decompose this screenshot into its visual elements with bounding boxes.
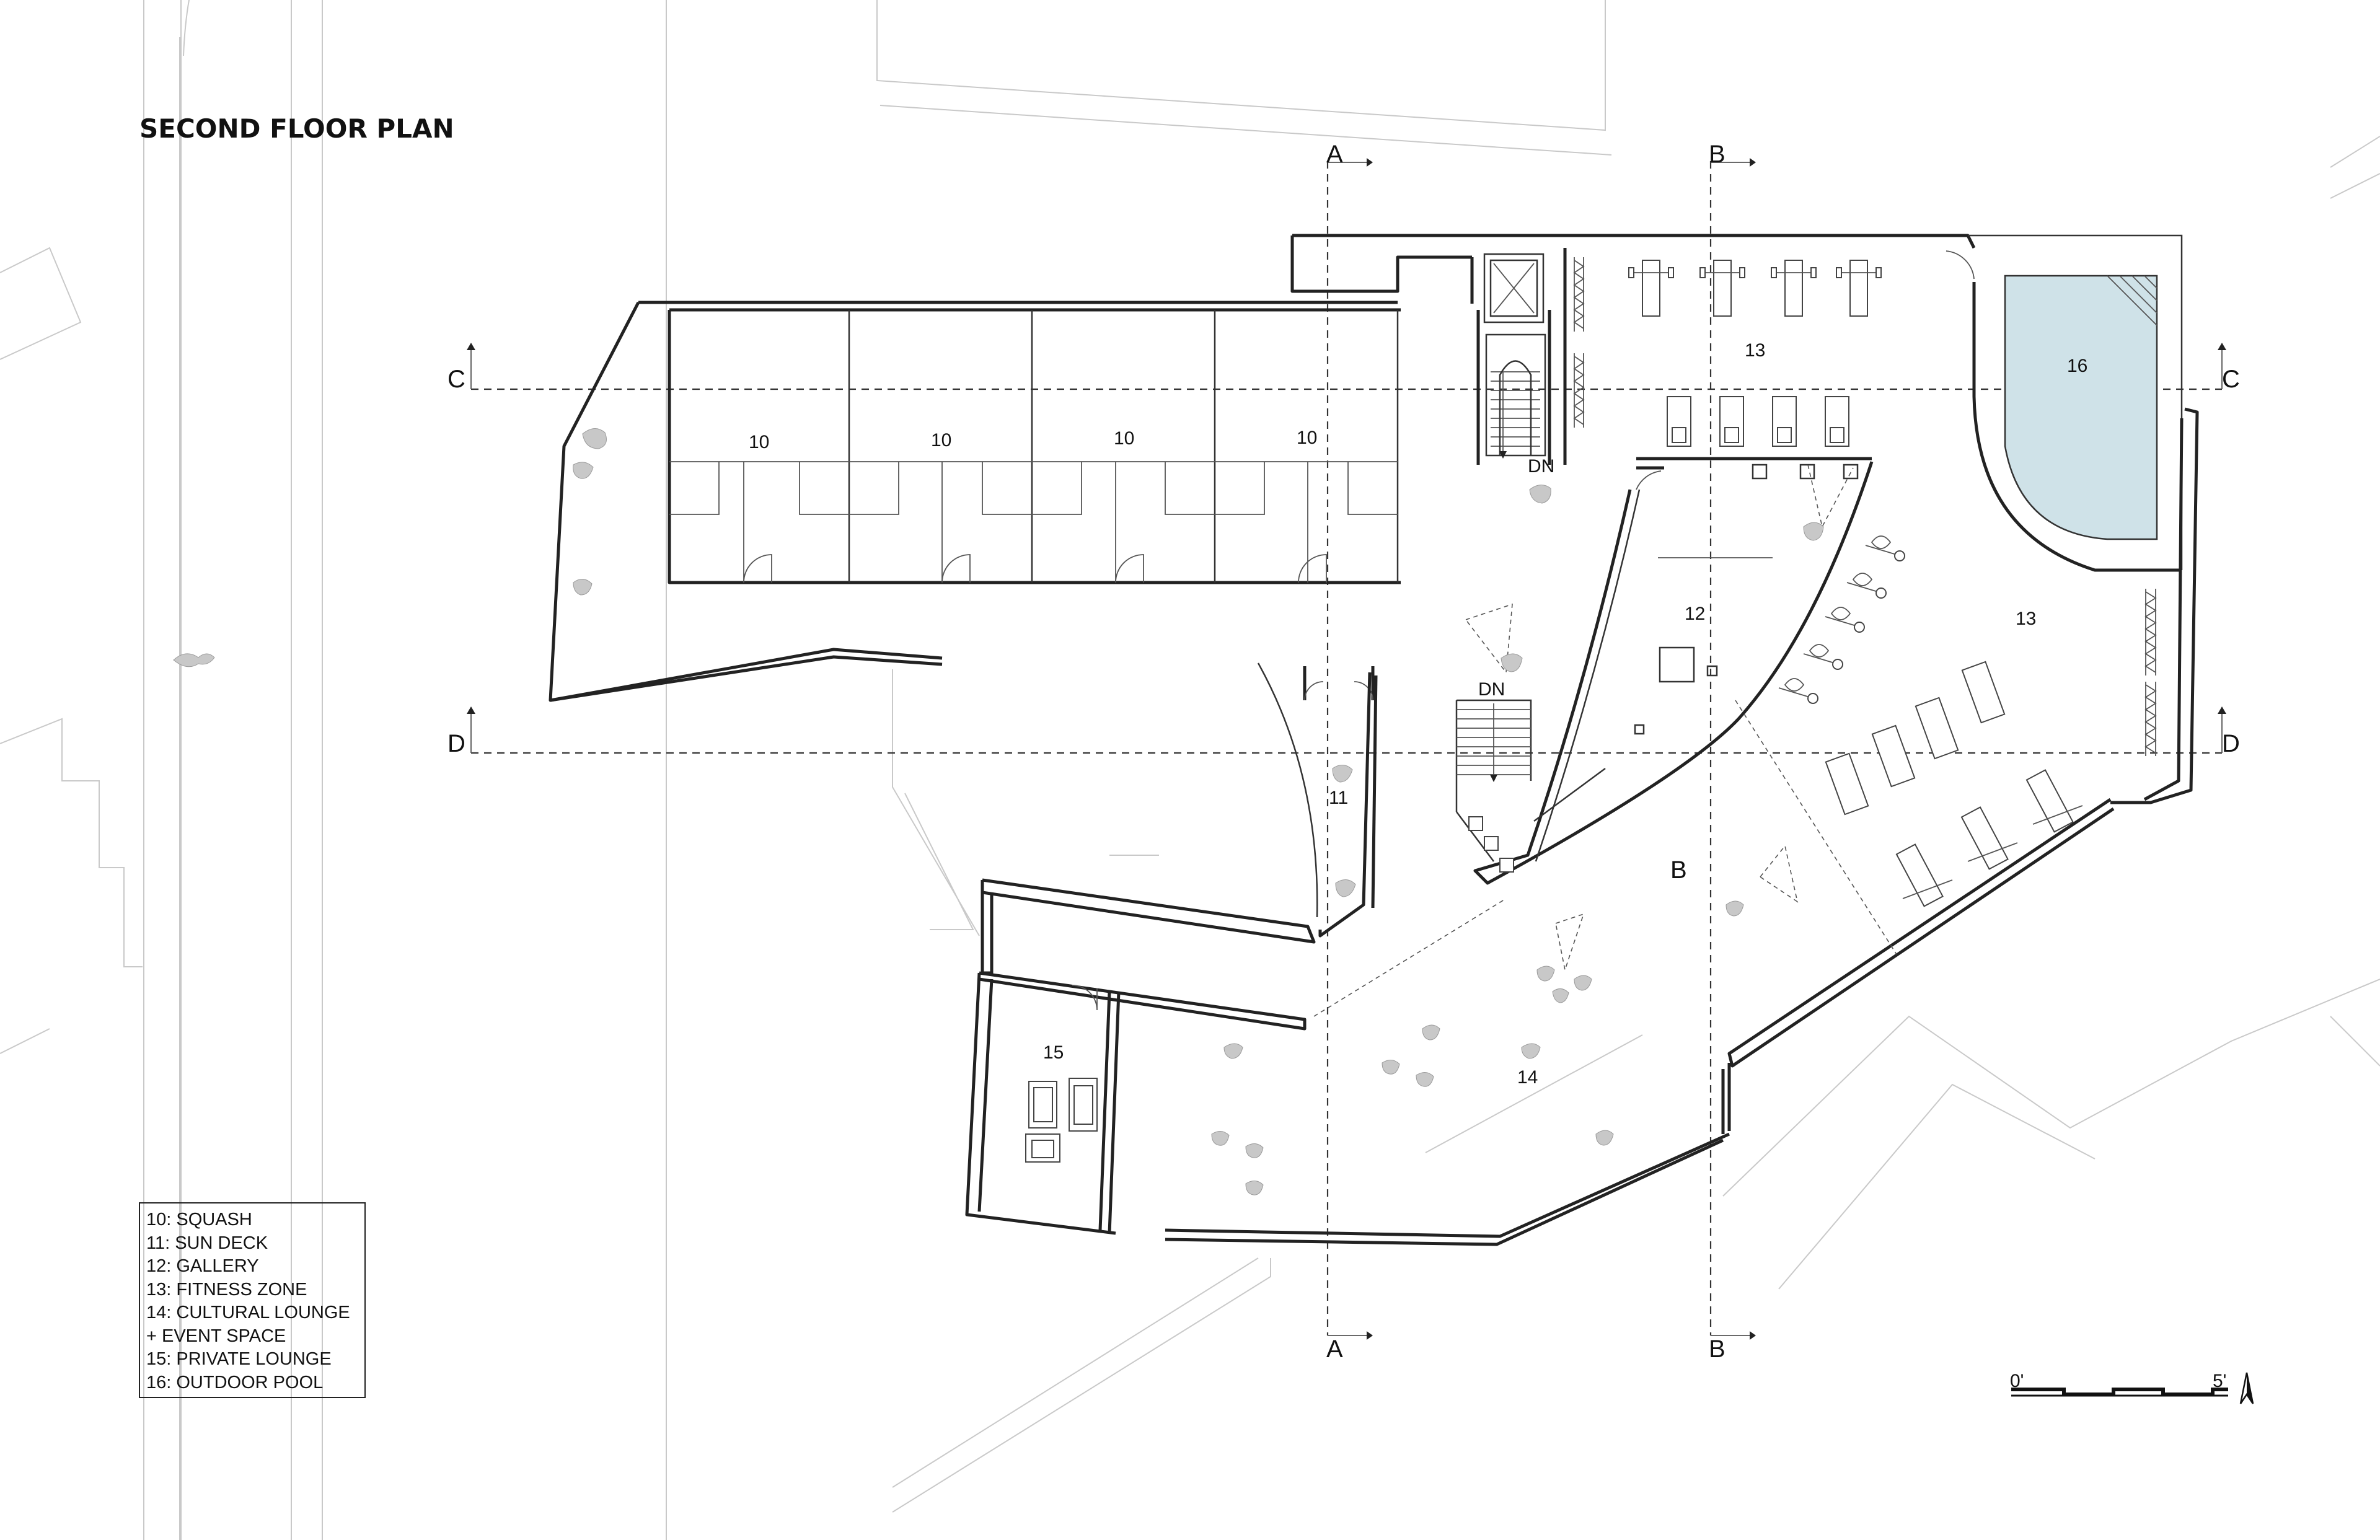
room-tag-squash-b: 10 xyxy=(931,430,951,451)
squash-wing xyxy=(549,301,1401,702)
legend-item: 13: FITNESS ZONE xyxy=(146,1279,307,1300)
stair-label-upper: DN xyxy=(1528,456,1554,477)
bikes xyxy=(1778,535,1905,704)
east-wall xyxy=(1165,407,2199,1246)
stair-label-lower: DN xyxy=(1478,679,1505,700)
legend-item: 16: OUTDOOR POOL xyxy=(146,1372,324,1393)
legend-item: 14: CULTURAL LOUNGE xyxy=(146,1303,350,1322)
section-mark-b-top: B xyxy=(1709,141,1726,168)
scale-end-label: 5' xyxy=(2213,1371,2226,1391)
core xyxy=(1290,234,1976,504)
room-tag-pool: 16 xyxy=(2067,356,2087,376)
zone-tag-b: B xyxy=(1670,856,1687,884)
section-mark-d-left: D xyxy=(447,730,465,757)
upper-stair xyxy=(1485,333,1546,459)
section-marks: A A B B C C D D xyxy=(447,141,2240,1363)
scale-start-label: 0' xyxy=(2010,1371,2024,1391)
legend-item: 15: PRIVATE LOUNGE xyxy=(146,1349,332,1369)
section-lines xyxy=(467,158,2226,1340)
scale-bar: 0' 5' xyxy=(2010,1371,2228,1397)
room-tag-fitness-north: 13 xyxy=(1745,340,1765,361)
sun-deck xyxy=(1257,662,1378,938)
fitness-north-equipment xyxy=(1628,260,1882,447)
section-mark-c-left: C xyxy=(447,366,465,393)
room-tag-cultural-lounge: 14 xyxy=(1517,1067,1538,1088)
room-tag-gallery: 12 xyxy=(1685,604,1705,624)
east-treadmills xyxy=(1825,661,2006,816)
room-tag-squash-d: 10 xyxy=(1297,428,1317,448)
pool-water xyxy=(2004,275,2158,540)
page-title: SECOND FLOOR PLAN xyxy=(139,113,454,144)
room-tags: 10 10 10 10 11 12 13 13 14 15 16 B DN DN xyxy=(749,340,2087,1088)
section-mark-c-right: C xyxy=(2222,366,2240,393)
room-tag-squash-a: 10 xyxy=(749,432,769,452)
legend-item: 10: SQUASH xyxy=(146,1210,252,1230)
section-mark-d-right: D xyxy=(2222,730,2240,757)
legend-item: 11: SUN DECK xyxy=(146,1233,268,1253)
lounges xyxy=(965,700,1897,1235)
legend: 10: SQUASH 11: SUN DECK 12: GALLERY 13: … xyxy=(139,1202,366,1398)
section-mark-a-top: A xyxy=(1326,141,1343,168)
legend-item: 12: GALLERY xyxy=(146,1256,259,1276)
north-arrow-icon xyxy=(2239,1372,2254,1404)
lower-stair xyxy=(1455,699,1532,873)
east-benches xyxy=(1895,769,2083,907)
room-tag-sun-deck: 11 xyxy=(1329,788,1348,808)
section-mark-a-bottom: A xyxy=(1326,1335,1343,1363)
gallery xyxy=(1455,457,1874,885)
section-mark-b-bottom: B xyxy=(1709,1335,1726,1363)
east-racks xyxy=(2144,589,2157,756)
room-tag-fitness-east: 13 xyxy=(2016,609,2036,629)
fitness-east-equipment xyxy=(1778,535,2157,907)
room-tag-private-lounge: 15 xyxy=(1043,1042,1064,1063)
legend-item: + EVENT SPACE xyxy=(146,1326,286,1346)
pool-area xyxy=(1946,234,2183,572)
room-tag-squash-c: 10 xyxy=(1114,428,1134,449)
